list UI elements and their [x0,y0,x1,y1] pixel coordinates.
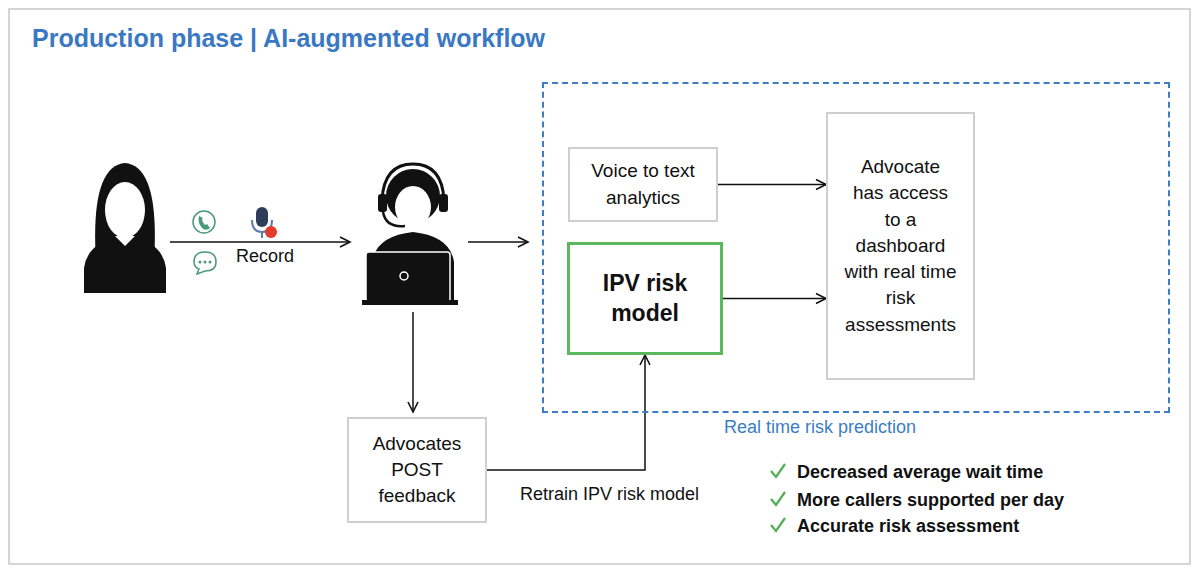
advocate-face [395,186,431,228]
phone-icon [193,211,215,233]
chat-bubble [194,252,216,274]
frame [9,9,1190,564]
benefit-item: More callers supported per day [797,490,1064,512]
workflow-arrow [468,241,528,243]
advocate-figure [362,164,458,305]
call-arrow [170,241,350,243]
region-box: Voice to text analyticsIPV risk model Adv… [542,82,1170,413]
laptop-logo [400,272,408,280]
box-text: Voice to text analytics [582,158,704,210]
box-text: IPV risk model [582,269,708,329]
box-text: Advocates POST feedback [367,431,467,510]
headset-earcup [439,194,448,212]
channel-label: Record [236,246,294,268]
mic-stem [261,232,263,238]
phone-ring [193,211,215,233]
region-heading: Real time risk prediction [724,417,916,439]
box-text: Advocate has access to a dashboard with … [844,154,957,338]
laptop-base [362,300,458,305]
caller-body [84,236,166,293]
check-mark [771,518,785,531]
caller-face [105,182,145,238]
diagram-title: Production phase | AI-augmented workflow [32,24,545,53]
check-mark [771,492,785,505]
headset-earcup [378,194,387,212]
benefit-item: Decreased average wait time [797,462,1043,484]
connector-arrow [718,184,826,186]
caller-figure [84,163,166,293]
feedback-arrow [412,312,414,412]
headset-mic [383,212,405,226]
feedback-box: Advocates POST feedback [347,417,487,523]
process-box: Voice to text analytics [568,147,718,222]
connector-arrow [723,298,826,300]
benefit-item: Accurate risk assessment [797,516,1019,538]
record-dot [265,226,277,238]
chat-icon [194,252,216,274]
chat-dot [199,261,202,264]
laptop-screen [366,252,450,302]
headset-band [382,164,444,200]
chat-dot [209,261,212,264]
model-box: IPV risk model [567,242,723,355]
connector-label: Retrain IPV risk model [518,484,701,506]
phone-handset [199,216,211,230]
chat-dot [204,261,207,264]
check-mark [771,464,785,477]
mic-head [256,207,268,227]
caller-neck [115,236,135,246]
microphone-icon [252,207,277,238]
dashboard-box: Advocate has access to a dashboard with … [826,112,975,380]
